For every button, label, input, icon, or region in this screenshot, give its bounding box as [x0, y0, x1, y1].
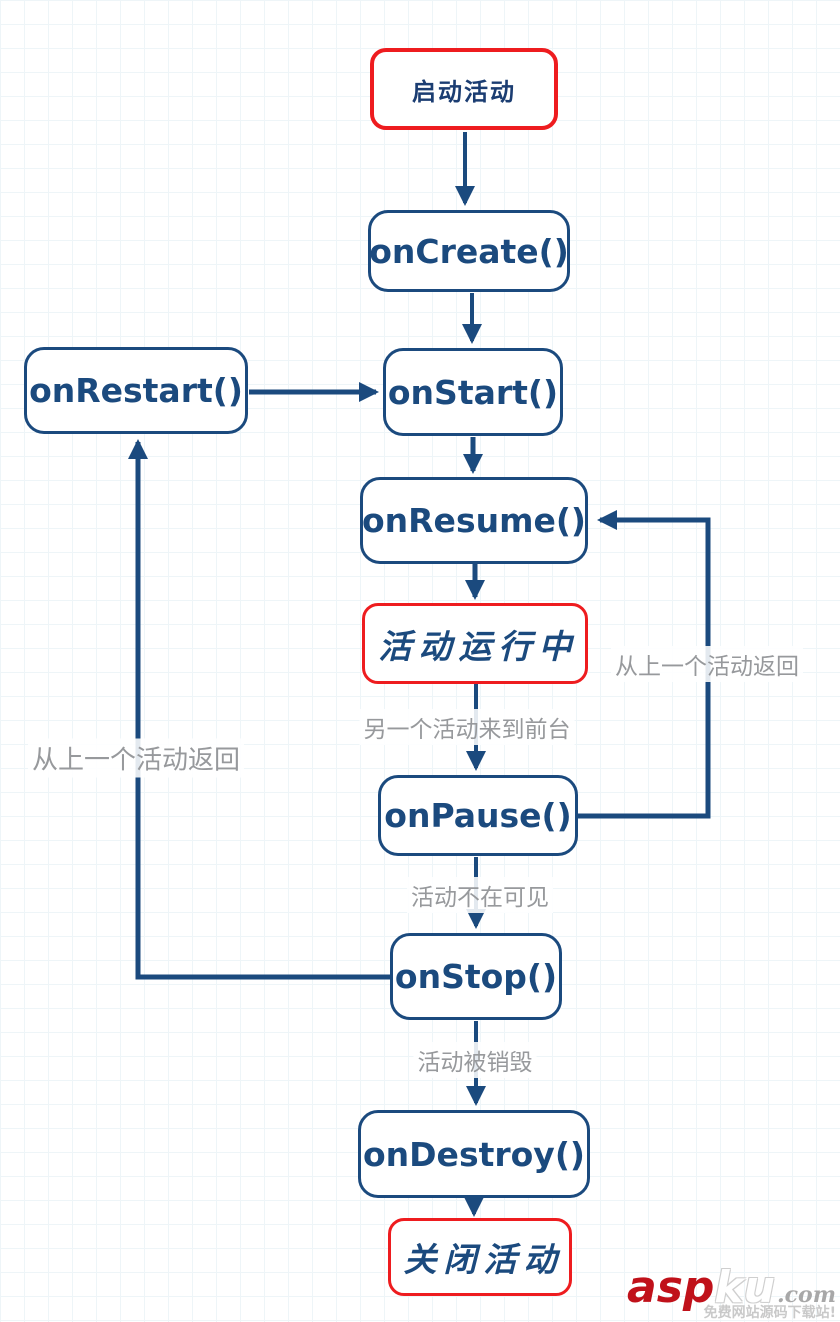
watermark-dotcom-text: .com — [776, 1282, 836, 1308]
watermark-asp-text: asp — [627, 1262, 715, 1313]
node-onresume-label: onResume() — [361, 501, 587, 540]
node-oncreate-label: onCreate() — [369, 231, 569, 271]
node-onstop-label: onStop() — [394, 957, 558, 996]
node-ondestroy-label: onDestroy() — [363, 1134, 585, 1174]
node-start-activity-label: 启动活动 — [412, 77, 516, 106]
edge-label-another-activity-foreground: 另一个活动来到前台 — [359, 709, 575, 745]
node-oncreate: onCreate() — [368, 210, 570, 292]
node-onresume: onResume() — [360, 477, 588, 564]
edge-label-return-from-previous-right: 从上一个活动返回 — [611, 646, 803, 682]
node-onstop: onStop() — [390, 933, 562, 1020]
node-close-activity: 关闭活动 — [388, 1218, 572, 1296]
node-close-activity-label: 关闭活动 — [403, 1240, 564, 1279]
node-onstart: onStart() — [383, 348, 563, 436]
watermark-ku-text: ku — [714, 1262, 775, 1313]
edge-label-activity-not-visible: 活动不在可见 — [407, 877, 553, 913]
node-activity-running-label: 活动运行中 — [378, 626, 579, 666]
edge-label-activity-destroyed: 活动被销毁 — [413, 1042, 537, 1078]
node-onpause: onPause() — [378, 775, 578, 856]
arrow-onstop-to-onrestart-loop — [128, 439, 390, 980]
node-activity-running: 活动运行中 — [362, 603, 588, 684]
node-onstart-label: onStart() — [387, 372, 559, 412]
node-start-activity: 启动活动 — [370, 48, 558, 130]
watermark-tagline: 免费网站源码下载站! — [703, 1305, 836, 1321]
node-onrestart-label: onRestart() — [29, 371, 243, 410]
node-onrestart: onRestart() — [24, 347, 248, 434]
edge-label-return-from-previous-left: 从上一个活动返回 — [27, 738, 245, 778]
node-onpause-label: onPause() — [384, 796, 572, 835]
node-ondestroy: onDestroy() — [358, 1110, 590, 1198]
